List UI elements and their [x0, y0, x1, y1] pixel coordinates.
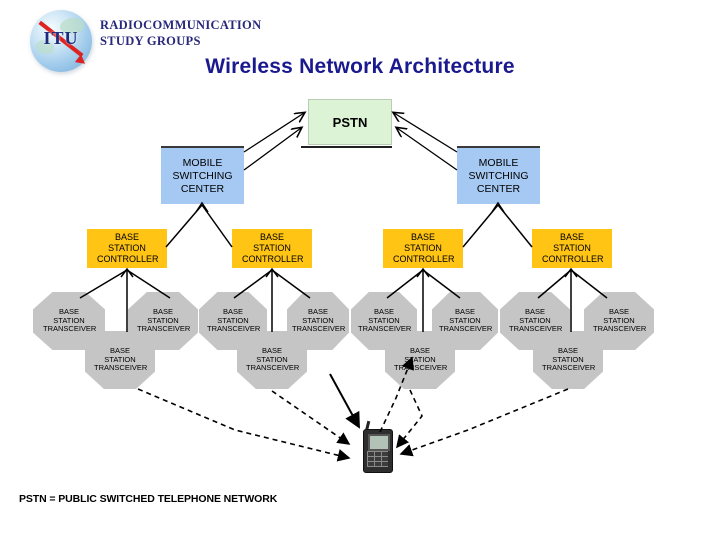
bsc-label: BASE STATION CONTROLLER — [542, 232, 604, 264]
base-station-transceiver-octagon: BASE STATION TRANSCEIVER — [128, 292, 198, 350]
bts-label: BASE STATION TRANSCEIVER — [394, 346, 448, 373]
phone-keypad — [367, 451, 388, 467]
logo-text: ITU — [43, 28, 79, 48]
base-station-controller-box: BASE STATION CONTROLLER — [383, 229, 463, 268]
bsc-label: BASE STATION CONTROLLER — [242, 232, 304, 264]
base-station-transceiver-octagon: BASE STATION TRANSCEIVER — [33, 292, 105, 350]
bts-label: BASE STATION TRANSCEIVER — [542, 346, 596, 373]
phone-screen — [368, 434, 390, 451]
page-title: Wireless Network Architecture — [205, 55, 515, 78]
footer-note: PSTN = PUBLIC SWITCHED TELEPHONE NETWORK — [19, 493, 278, 505]
bts-label: BASE STATION TRANSCEIVER — [43, 307, 97, 334]
base-station-transceiver-octagon: BASE STATION TRANSCEIVER — [85, 331, 155, 389]
mobile-switching-center-box: MOBILE SWITCHING CENTER — [457, 146, 540, 204]
bts-label: BASE STATION TRANSCEIVER — [439, 307, 493, 334]
base-station-transceiver-octagon: BASE STATION TRANSCEIVER — [199, 292, 267, 350]
globe-continent — [36, 40, 54, 54]
pstn-box: PSTN — [308, 99, 392, 145]
base-station-transceiver-octagon: BASE STATION TRANSCEIVER — [533, 331, 603, 389]
bts-label: BASE STATION TRANSCEIVER — [358, 307, 412, 334]
bts-label: BASE STATION TRANSCEIVER — [137, 307, 191, 334]
bsc-label: BASE STATION CONTROLLER — [393, 232, 455, 264]
bts-label: BASE STATION TRANSCEIVER — [94, 346, 148, 373]
org-line2: STUDY GROUPS — [100, 34, 201, 48]
bts-label: BASE STATION TRANSCEIVER — [509, 307, 563, 334]
msc-label: MOBILE SWITCHING CENTER — [172, 156, 233, 195]
mobile-phone-icon — [360, 419, 396, 473]
lightning-bolt-tip — [74, 54, 89, 68]
itu-logo-icon: ITU — [30, 10, 92, 72]
bts-label: BASE STATION TRANSCEIVER — [207, 307, 261, 334]
bsc-msc-links — [165, 201, 533, 248]
bts-label: BASE STATION TRANSCEIVER — [292, 307, 346, 334]
base-station-controller-box: BASE STATION CONTROLLER — [232, 229, 312, 268]
globe-continent — [60, 18, 84, 34]
active-link-arrow — [329, 373, 360, 429]
bsc-label: BASE STATION CONTROLLER — [97, 232, 159, 264]
base-station-transceiver-octagon: BASE STATION TRANSCEIVER — [237, 331, 307, 389]
mobile-switching-center-box: MOBILE SWITCHING CENTER — [161, 146, 244, 204]
radio-links — [137, 356, 569, 462]
base-station-transceiver-octagon: BASE STATION TRANSCEIVER — [385, 331, 455, 389]
org-title: RADIOCOMMUNICATION STUDY GROUPS — [100, 17, 261, 49]
bts-label: BASE STATION TRANSCEIVER — [246, 346, 300, 373]
base-station-controller-box: BASE STATION CONTROLLER — [532, 229, 612, 268]
base-station-transceiver-octagon: BASE STATION TRANSCEIVER — [351, 292, 417, 350]
msc-label: MOBILE SWITCHING CENTER — [468, 156, 529, 195]
base-station-controller-box: BASE STATION CONTROLLER — [87, 229, 167, 268]
org-line1: RADIOCOMMUNICATION — [100, 18, 262, 32]
pstn-label: PSTN — [332, 114, 368, 130]
phone-body — [363, 429, 393, 473]
base-station-transceiver-octagon: BASE STATION TRANSCEIVER — [584, 292, 654, 350]
bts-label: BASE STATION TRANSCEIVER — [593, 307, 647, 334]
